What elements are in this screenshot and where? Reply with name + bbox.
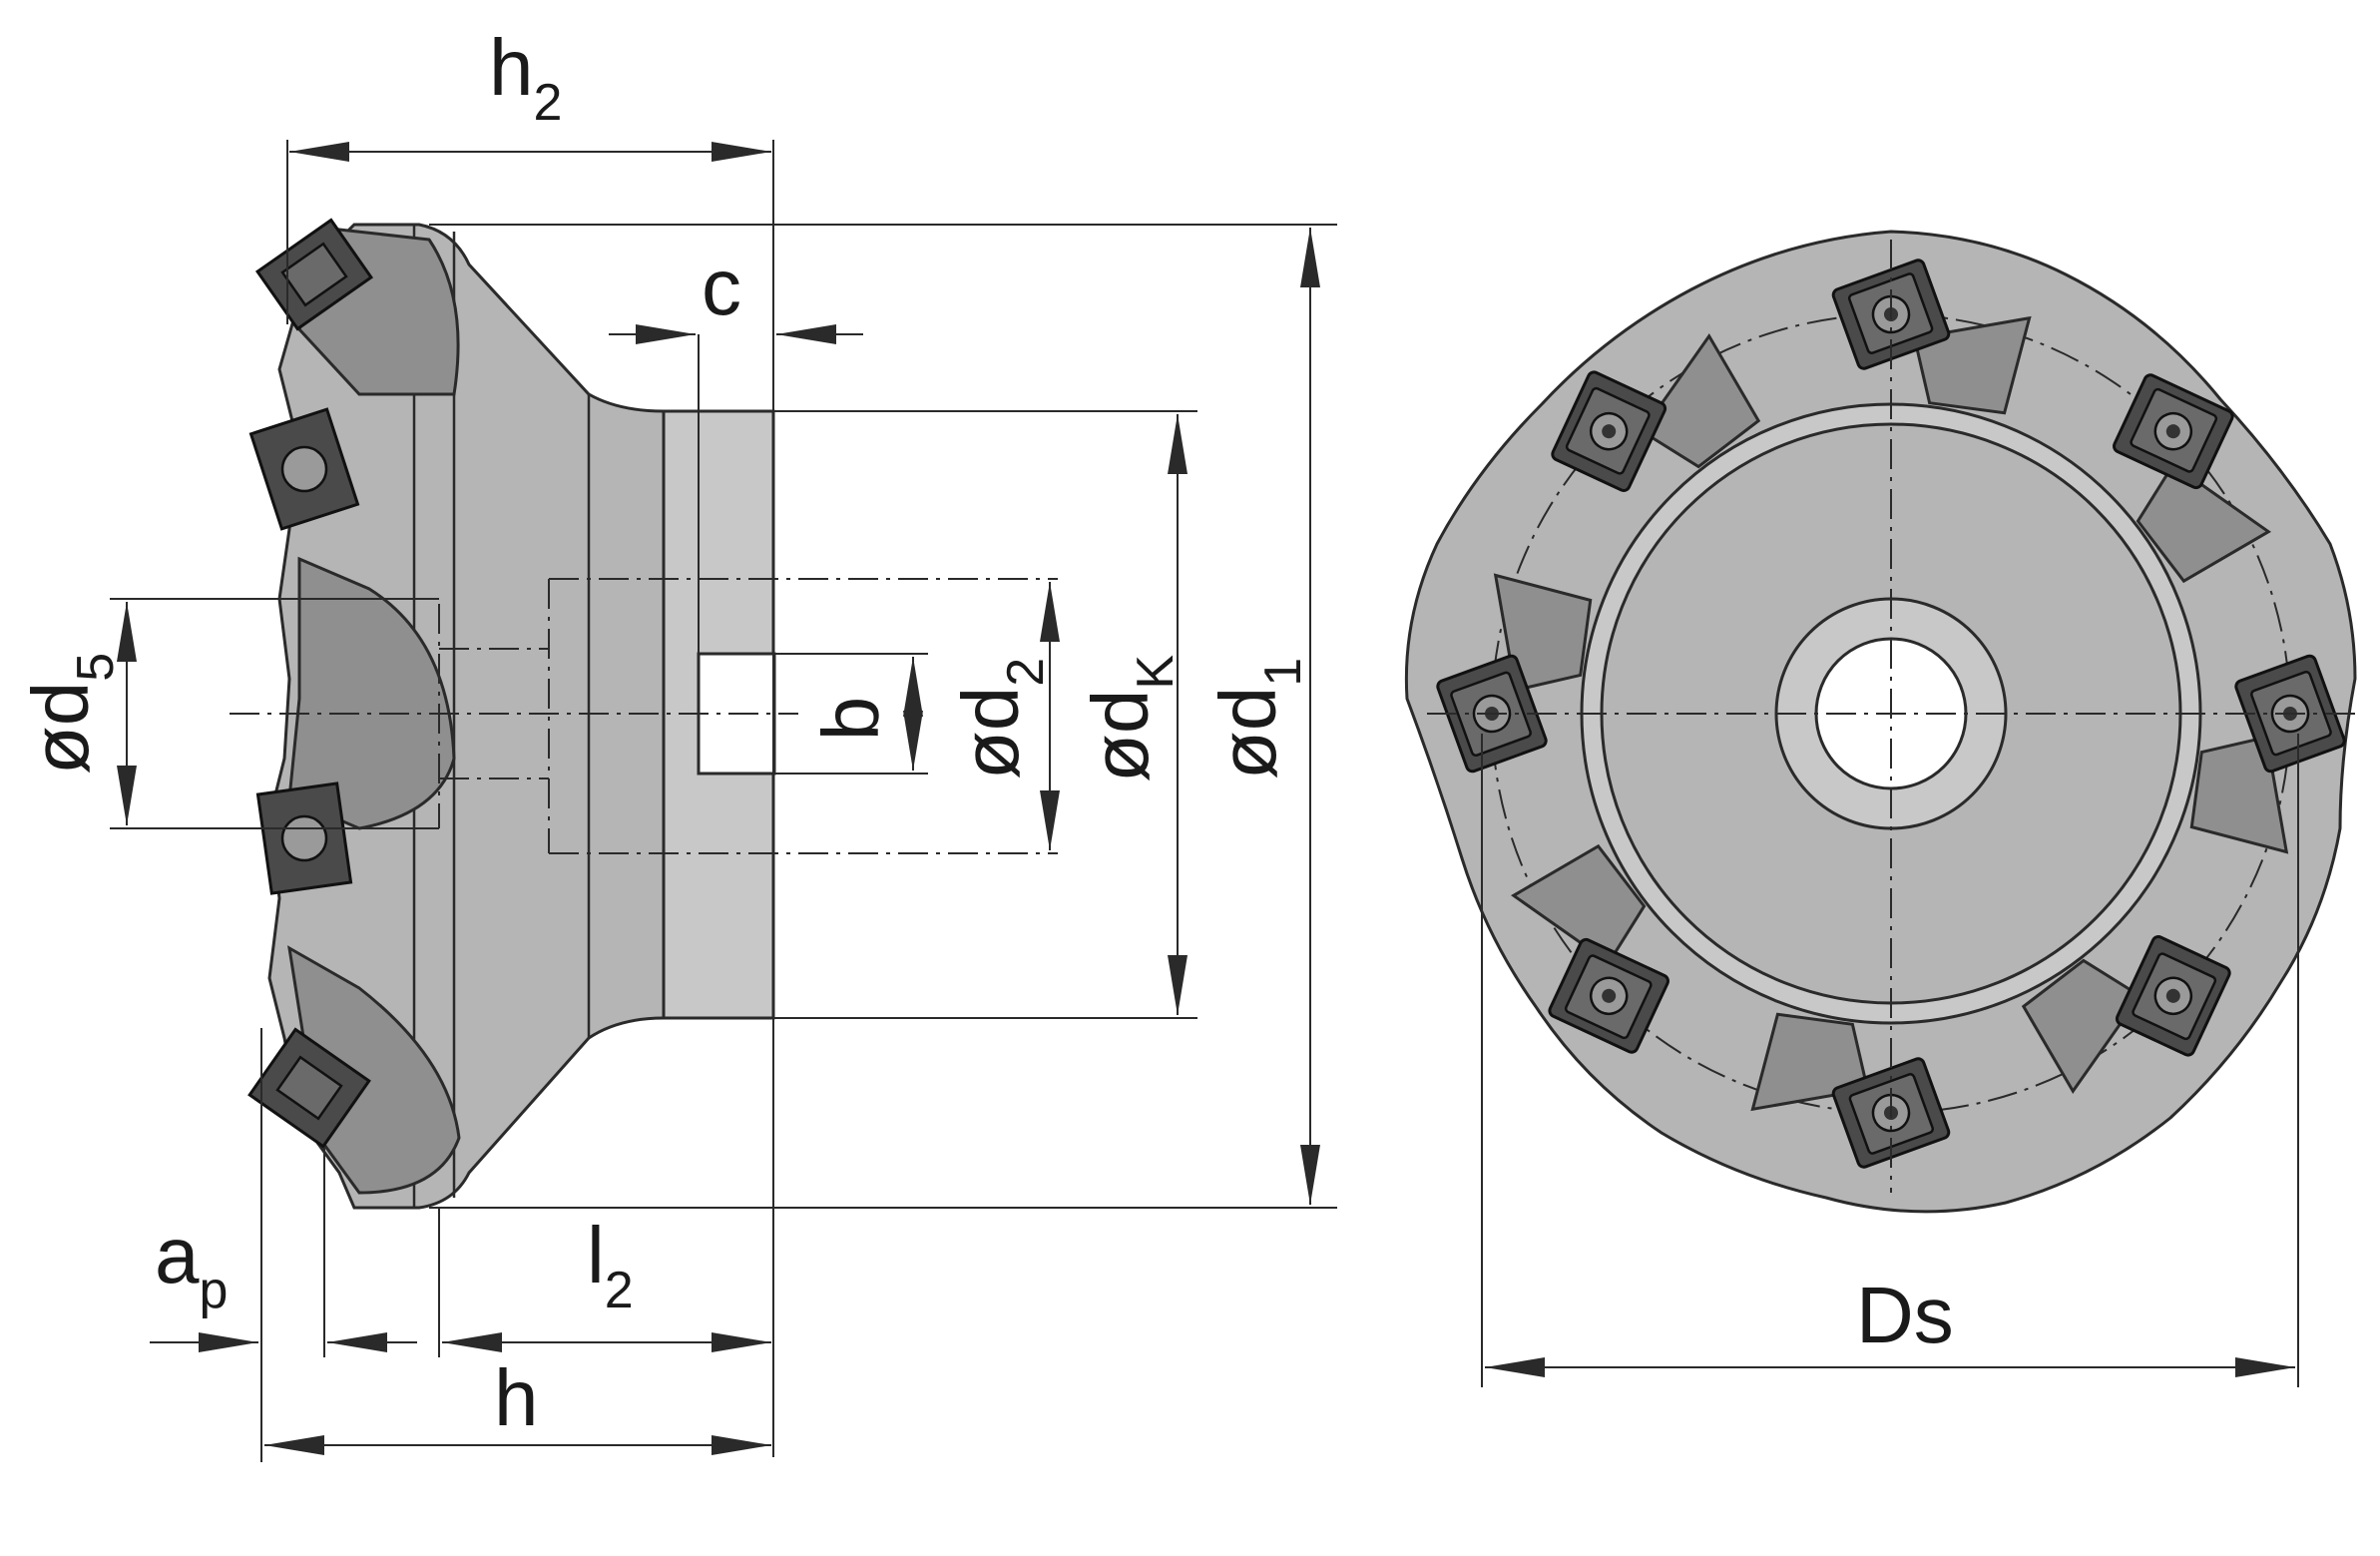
label-ds: Ds (1856, 1271, 1954, 1359)
label-d2: ød2 (946, 658, 1055, 779)
side-insert-4 (247, 1027, 371, 1149)
label-dk: ødK (1076, 655, 1185, 782)
label-d1: ød1 (1203, 658, 1312, 779)
front-insert (2234, 654, 2346, 774)
front-insert (2113, 373, 2234, 490)
screw-head (2165, 424, 2180, 439)
side-insert-1 (254, 218, 374, 331)
front-pocket (1640, 332, 1761, 469)
label-b: b (806, 697, 895, 742)
label-l2: l2 (587, 1211, 634, 1319)
front-dimensions (1481, 734, 2299, 1387)
side-insert-3 (255, 781, 353, 895)
label-d5: ød5 (16, 653, 125, 775)
front-pocket (2021, 958, 2142, 1095)
label-h: h (494, 1353, 539, 1442)
side-insert-2 (248, 407, 360, 531)
front-insert (2115, 935, 2231, 1057)
screw-head (1602, 988, 1617, 1003)
front-pocket (1912, 315, 2032, 415)
screw-head (1602, 424, 1617, 439)
label-ap: ap (155, 1211, 228, 1319)
front-pocket (2136, 462, 2272, 584)
screw-head (2165, 988, 2180, 1003)
front-pocket (2189, 735, 2289, 854)
pocket-2 (287, 556, 456, 830)
front-pockets (1493, 315, 2289, 1112)
side-body (267, 223, 775, 1210)
front-pocket (1493, 573, 1593, 693)
label-h2: h2 (489, 23, 562, 132)
dimension-labels: h2 c b ød2 ødK ød1 ød5 ap l2 h Ds (16, 23, 1954, 1442)
front-view (1404, 230, 2357, 1214)
side-dimensions (110, 140, 1337, 1462)
front-pocket (1750, 1012, 1870, 1112)
front-insert (1551, 370, 1667, 492)
front-pocket (1510, 843, 1647, 965)
label-c: c (702, 243, 741, 331)
front-insert (1548, 937, 1669, 1054)
side-view (230, 218, 1058, 1210)
